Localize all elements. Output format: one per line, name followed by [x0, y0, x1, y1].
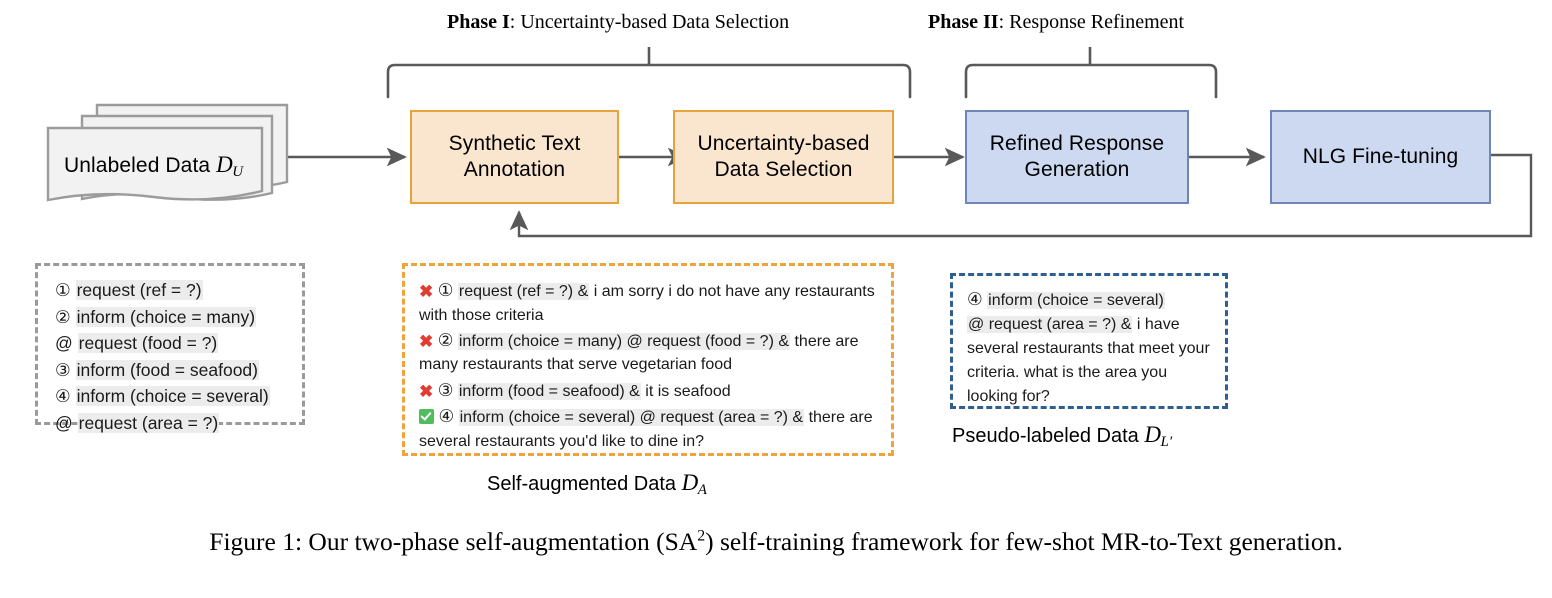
caption-symbol: D — [681, 470, 699, 495]
box-label-line1: NLG Fine-tuning — [1302, 145, 1459, 169]
list-item: ✖ ③ inform (food = seafood) & it is seaf… — [419, 378, 879, 404]
caption-prefix: Figure 1: Our two-phase self-augmentatio… — [209, 527, 698, 556]
box-nlg-fine-tuning-labels: NLG Fine-tuning — [1303, 144, 1459, 170]
caption-subscript: A — [697, 482, 707, 498]
phase-1-bracket — [386, 47, 912, 99]
box-nlg-fine-tuning[interactable]: NLG Fine-tuning — [1270, 110, 1491, 204]
phase-2-title-rest: : Response Refinement — [998, 11, 1185, 33]
list-item: ① request (ref = ?) — [55, 277, 302, 304]
pseudo-labeled-data-caption: Pseudo-labeled Data DL′ — [952, 422, 1172, 451]
item-mr: inform (food = seafood) & — [457, 382, 641, 400]
item-mr-part1: inform (choice = several) — [987, 292, 1165, 309]
item-marker: ② — [437, 329, 454, 350]
item-mr: inform (choice = several) @ request (are… — [458, 409, 805, 427]
box-synthetic-text-annotation-labels: Synthetic Text Annotation — [449, 131, 581, 182]
pseudo-mr-line2: @ request (area = ?) & i have several re… — [967, 313, 1214, 409]
box-label-line1: Refined Response — [989, 132, 1165, 156]
item-marker: @ — [55, 333, 73, 354]
item-mr: request (ref = ?) & — [457, 283, 590, 300]
item-response: it is seafood — [645, 382, 731, 400]
self-augmented-data-caption: Self-augmented Data DA — [487, 470, 707, 499]
phase-1-title-rest: : Uncertainty-based Data Selection — [509, 11, 790, 33]
item-marker: ① — [437, 280, 454, 300]
figure-caption: Figure 1: Our two-phase self-augmentatio… — [0, 527, 1552, 557]
unlabeled-data-subscript: U — [232, 164, 244, 180]
box-label-line1: Uncertainty-based — [697, 132, 870, 156]
item-response: there are many restaurants that serve ve… — [419, 332, 859, 374]
item-marker: @ — [55, 412, 73, 433]
item-response: i have several restaurants that meet you… — [967, 316, 1210, 405]
box-label-line2: Annotation — [463, 158, 566, 181]
box-label-line2: Data Selection — [714, 158, 853, 181]
caption-text: Self-augmented Data — [487, 473, 677, 495]
caption-suffix: ) self-training framework for few-shot M… — [705, 527, 1343, 556]
item-text: inform (choice = many) — [75, 306, 257, 327]
unlabeled-data-label: Unlabeled Data DU — [64, 152, 243, 181]
item-marker: ④ — [438, 406, 455, 427]
unlabeled-mr-list: ① request (ref = ?) ② inform (choice = m… — [38, 266, 302, 437]
self-augmented-data-panel: ✖ ① request (ref = ?) & i am sorry i do … — [402, 263, 894, 456]
box-synthetic-text-annotation[interactable]: Synthetic Text Annotation — [410, 110, 619, 204]
item-mr: inform (choice = many) @ request (food =… — [457, 332, 791, 350]
item-marker: ② — [55, 306, 71, 327]
cross-icon: ✖ — [419, 282, 434, 301]
item-marker: ④ — [55, 386, 71, 407]
check-icon — [419, 409, 434, 425]
item-marker: ③ — [55, 359, 71, 380]
phase-2-title-bold: Phase II — [928, 11, 999, 33]
list-item: ③ inform (food = seafood) — [55, 357, 302, 384]
box-label-line2: Generation — [1024, 158, 1130, 181]
unlabeled-data-text: Unlabeled Data — [64, 154, 211, 177]
unlabeled-data-panel: ① request (ref = ?) ② inform (choice = m… — [35, 263, 305, 433]
caption-superscript: 2 — [697, 527, 706, 545]
cross-icon: ✖ — [419, 331, 434, 351]
unlabeled-data-stack: Unlabeled Data DU — [30, 98, 295, 213]
caption-text: Pseudo-labeled Data — [952, 425, 1139, 447]
list-item: @ request (food = ?) — [55, 330, 302, 357]
caption-subscript: L′ — [1160, 434, 1173, 450]
document-stack-icon — [46, 103, 289, 202]
item-marker: ③ — [437, 379, 454, 400]
augmented-item-list: ✖ ① request (ref = ?) & i am sorry i do … — [405, 266, 891, 453]
phase-1-title: Phase I: Uncertainty-based Data Selectio… — [447, 12, 789, 32]
pseudo-mr-line1: ④ inform (choice = several) — [967, 286, 1214, 313]
list-item: @ request (area = ?) — [55, 410, 302, 437]
pseudo-labeled-data-panel: ④ inform (choice = several) @ request (a… — [950, 273, 1228, 409]
list-item: ④ inform (choice = several) — [55, 383, 302, 410]
phase-2-bracket — [964, 47, 1218, 99]
item-text: request (area = ?) — [77, 412, 220, 433]
box-label-line1: Synthetic Text — [448, 132, 581, 156]
item-response: there are several restaurants you'd like… — [419, 409, 873, 450]
cross-icon: ✖ — [419, 381, 434, 401]
box-uncertainty-based-data-selection[interactable]: Uncertainty-based Data Selection — [673, 110, 894, 204]
list-item: ✖ ② inform (choice = many) @ request (fo… — [419, 328, 879, 377]
list-item: ② inform (choice = many) — [55, 304, 302, 331]
item-text: request (ref = ?) — [75, 280, 203, 300]
unlabeled-data-symbol: D — [216, 152, 233, 177]
item-mr-part2: @ request (area = ?) & — [967, 316, 1133, 333]
box-refined-response-generation-labels: Refined Response Generation — [990, 131, 1164, 182]
item-text: inform (choice = several) — [75, 386, 270, 407]
pseudo-item: ④ inform (choice = several) @ request (a… — [953, 276, 1225, 409]
item-response: i am sorry i do not have any restaurants… — [419, 283, 875, 324]
list-item: ④ inform (choice = several) @ request (a… — [419, 404, 879, 453]
caption-symbol: D — [1144, 422, 1161, 447]
item-text: request (food = ?) — [77, 333, 219, 354]
box-refined-response-generation[interactable]: Refined Response Generation — [965, 110, 1189, 204]
item-marker: ④ — [967, 289, 983, 309]
box-uncertainty-based-data-selection-labels: Uncertainty-based Data Selection — [697, 131, 869, 182]
phase-1-title-bold: Phase I — [447, 11, 510, 33]
phase-2-title: Phase II: Response Refinement — [928, 12, 1184, 32]
list-item: ✖ ① request (ref = ?) & i am sorry i do … — [419, 278, 879, 327]
item-text: inform (food = seafood) — [75, 359, 259, 380]
item-marker: ① — [55, 280, 71, 300]
